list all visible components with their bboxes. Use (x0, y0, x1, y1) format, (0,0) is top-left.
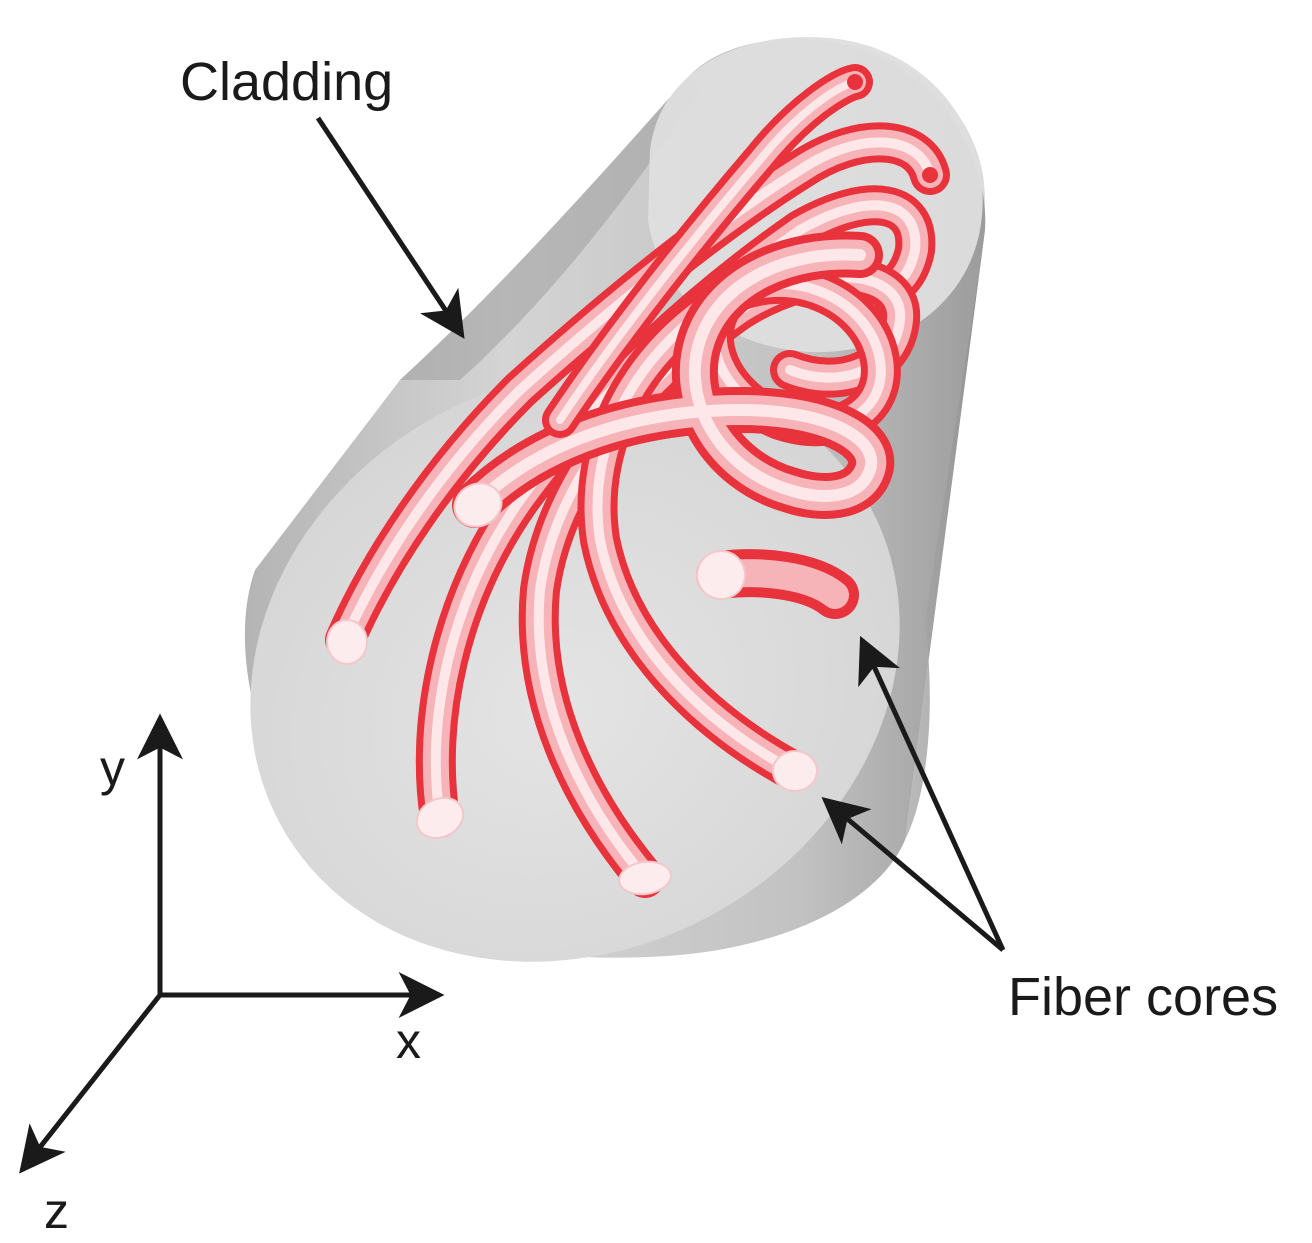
cladding-label: Cladding (180, 52, 393, 112)
z-axis-label: z (44, 1183, 69, 1239)
core-tip-7 (847, 74, 863, 90)
core-tip-8 (922, 167, 938, 183)
cladding-arrow (318, 118, 462, 335)
z-axis-arrow (22, 995, 160, 1170)
fiber-cores-label: Fiber cores (1008, 967, 1278, 1027)
y-axis-label: y (100, 740, 125, 796)
x-axis-label: x (396, 1013, 421, 1069)
core-tip-1 (327, 620, 367, 664)
core-tip-4 (773, 751, 817, 791)
